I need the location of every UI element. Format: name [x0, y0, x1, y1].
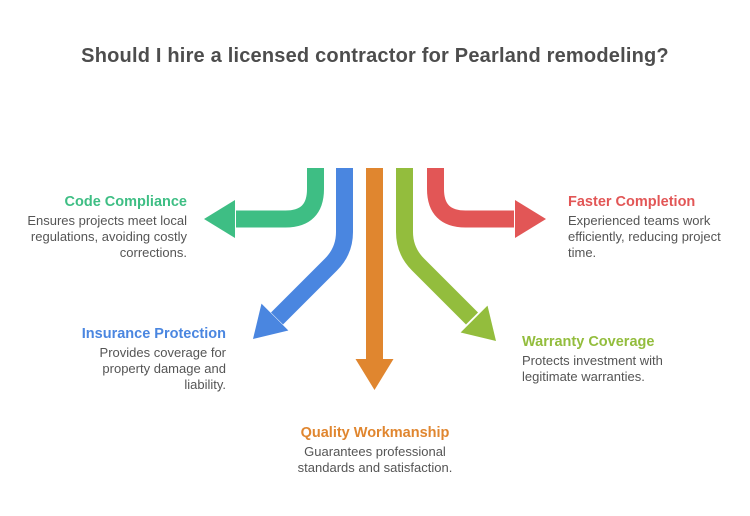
benefit-description: Experienced teams work efficiently, redu… — [568, 213, 743, 261]
benefit-description-line: standards and satisfaction. — [297, 460, 453, 475]
benefit-description-line: corrections. — [119, 245, 187, 260]
warranty-coverage-arrowhead — [460, 305, 496, 341]
code-compliance-arrowhead — [204, 200, 235, 238]
benefit-label: Quality Workmanship — [300, 425, 450, 441]
benefit-label: Code Compliance — [64, 194, 187, 210]
benefit-description-line: Ensures projects meet local — [27, 213, 187, 228]
benefit-description: Protects investment with legitimate warr… — [522, 353, 722, 385]
benefit-description-line: liability. — [184, 377, 226, 392]
quality-workmanship-arrowhead — [355, 359, 394, 390]
benefit-description-line: Experienced teams work — [568, 213, 711, 228]
benefit-warranty-coverage: Warranty Coverage Protects investment wi… — [522, 333, 722, 385]
benefit-label: Faster Completion — [568, 194, 696, 210]
benefit-description-line: efficiently, reducing project — [568, 229, 721, 244]
warranty-coverage-arrow-shaft — [396, 168, 479, 325]
insurance-protection-arrow-shaft — [270, 168, 353, 325]
benefit-description: Ensures projects meet local regulations,… — [0, 213, 187, 261]
benefit-description: Guarantees professional standards and sa… — [245, 444, 505, 476]
benefit-description-line: Protects investment with — [522, 353, 663, 368]
benefit-description-line: time. — [568, 245, 597, 260]
insurance-protection-arrowhead — [253, 303, 289, 339]
benefit-label: Warranty Coverage — [522, 334, 655, 350]
benefit-quality-workmanship: Quality Workmanship Guarantees professio… — [245, 424, 505, 476]
benefit-description: Provides coverage for property damage an… — [36, 345, 226, 393]
benefit-insurance-protection: Insurance Protection Provides coverage f… — [36, 325, 226, 393]
benefit-description-line: Provides coverage for — [99, 345, 226, 360]
benefit-description-line: legitimate warranties. — [522, 369, 645, 384]
benefit-description-line: property damage and — [102, 361, 226, 376]
faster-completion-arrow-shaft — [427, 168, 514, 228]
page-title: Should I hire a licensed contractor for … — [81, 45, 669, 67]
benefit-description-line: Guarantees professional — [304, 444, 446, 459]
benefit-label: Insurance Protection — [81, 326, 226, 342]
benefit-code-compliance: Code Compliance Ensures projects meet lo… — [0, 193, 187, 261]
code-compliance-arrow-shaft — [236, 168, 324, 228]
benefit-description-line: regulations, avoiding costly — [30, 229, 187, 244]
faster-completion-arrowhead — [515, 200, 546, 238]
benefit-faster-completion: Faster Completion Experienced teams work… — [568, 193, 743, 261]
